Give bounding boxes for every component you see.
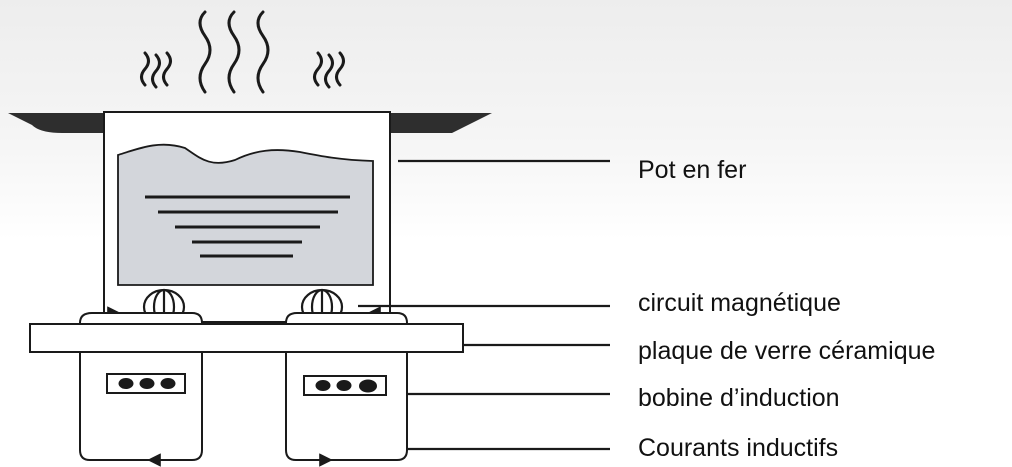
pot-handle-right xyxy=(390,113,492,133)
coil-icon xyxy=(106,373,186,394)
coil-icon xyxy=(303,375,387,396)
label-pot: Pot en fer xyxy=(638,156,747,184)
label-coil: bobine d’induction xyxy=(638,384,840,412)
label-magnetic-circuit: circuit magnétique xyxy=(638,289,841,317)
pot-handle-left xyxy=(8,113,104,133)
steam-icon xyxy=(140,10,345,94)
heat-lines xyxy=(145,195,350,258)
pot-contents xyxy=(117,143,374,286)
ceramic-glass-plate xyxy=(29,323,464,353)
label-currents: Courants inductifs xyxy=(638,434,839,462)
label-glass-plate: plaque de verre céramique xyxy=(638,337,936,365)
